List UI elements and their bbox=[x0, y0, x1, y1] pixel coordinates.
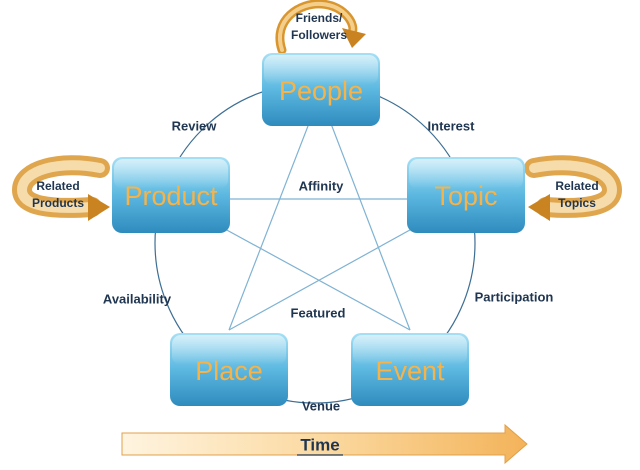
edge-label-participation: Participation bbox=[475, 290, 554, 305]
edge-label-featured: Featured bbox=[291, 306, 346, 321]
related-topics-label-line1: Related bbox=[555, 179, 598, 193]
node-place[interactable]: Place bbox=[170, 333, 288, 406]
node-topic-label: Topic bbox=[434, 181, 497, 211]
friends-followers-label-line2: Followers bbox=[291, 28, 347, 42]
edge-label-interest: Interest bbox=[428, 119, 476, 134]
related-products-label-line2: Products bbox=[32, 196, 84, 210]
edge-label-affinity: Affinity bbox=[299, 179, 345, 194]
node-product-label: Product bbox=[124, 181, 218, 211]
friends-followers-loop-arrow bbox=[275, 0, 366, 55]
edge-label-availability: Availability bbox=[103, 292, 172, 307]
time-arrow: Time bbox=[121, 423, 528, 465]
edge-label-review: Review bbox=[172, 119, 218, 134]
node-place-label: Place bbox=[195, 356, 263, 386]
node-product[interactable]: Product bbox=[112, 157, 230, 233]
node-topic[interactable]: Topic bbox=[407, 157, 525, 233]
friends-followers-label-line1: Friends/ bbox=[296, 11, 343, 25]
edge-people-place bbox=[228, 94, 321, 331]
time-label: Time bbox=[300, 436, 339, 455]
node-people[interactable]: People bbox=[262, 53, 380, 126]
related-products-label-line1: Related bbox=[36, 179, 79, 193]
related-topics-loop-arrow bbox=[524, 155, 623, 221]
node-people-label: People bbox=[279, 76, 363, 106]
related-topics-label-line2: Topics bbox=[558, 196, 596, 210]
related-products-loop-arrow bbox=[11, 155, 110, 221]
node-event[interactable]: Event bbox=[351, 333, 469, 406]
edge-label-venue: Venue bbox=[302, 399, 340, 414]
edge-people-event bbox=[319, 94, 411, 331]
node-event-label: Event bbox=[375, 356, 445, 386]
